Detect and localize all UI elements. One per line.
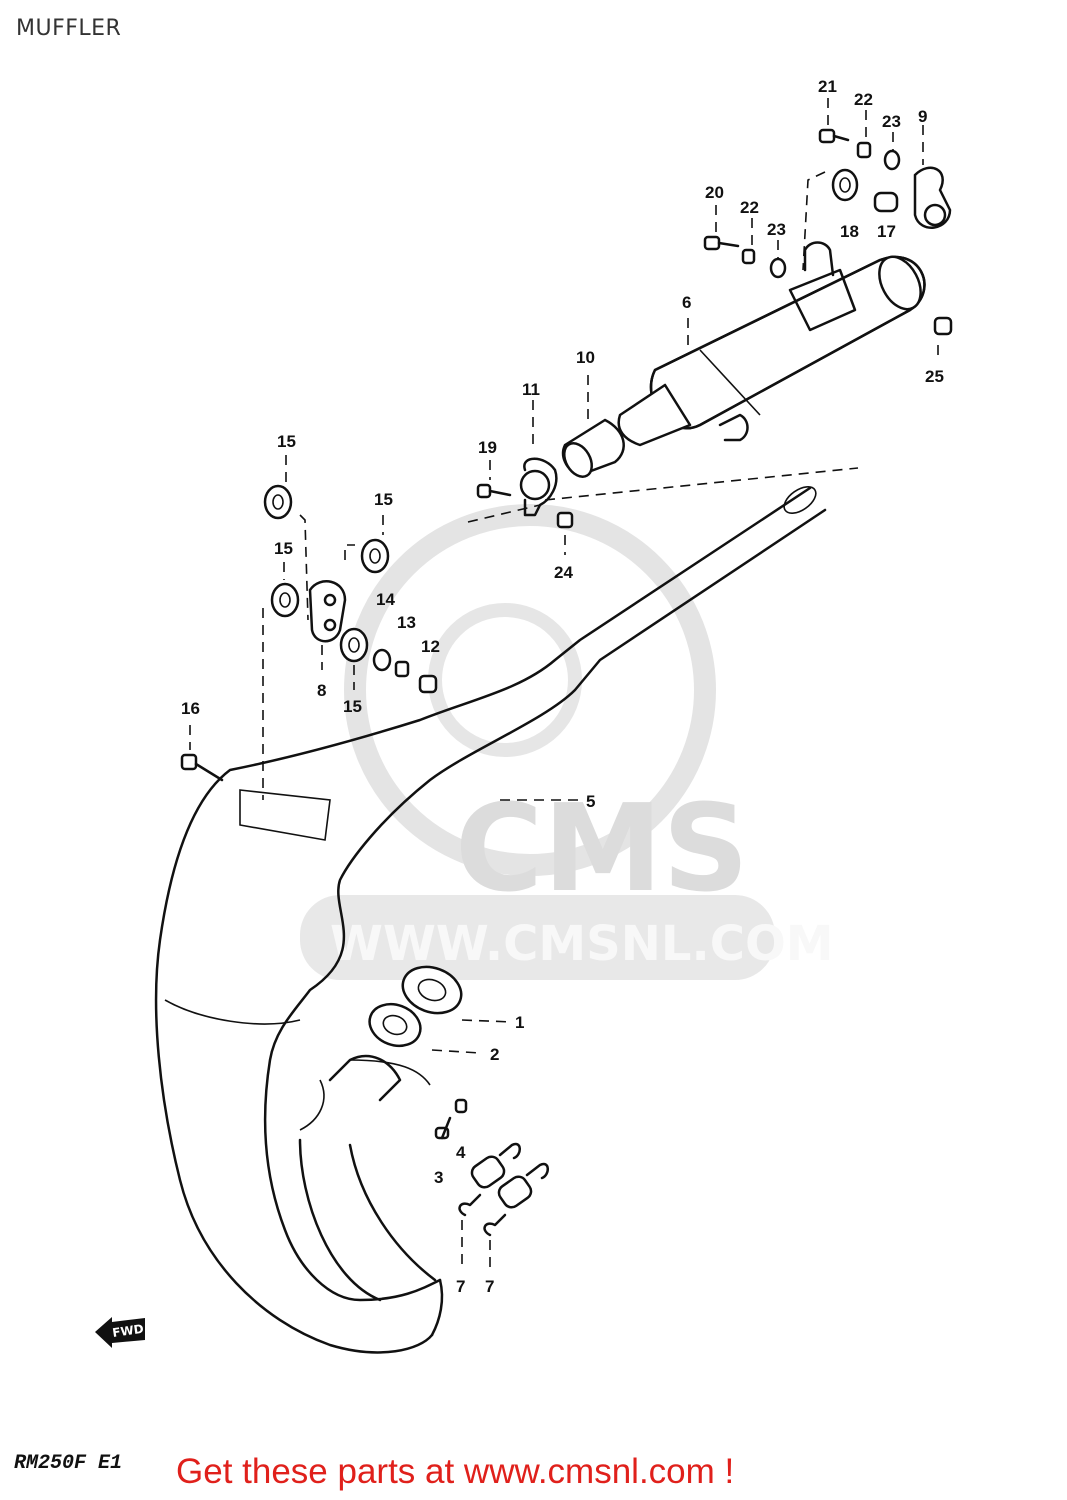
washer-part-23-upper[interactable] [883,149,901,171]
label-part-3: 3 [434,1168,443,1187]
model-code: RM250F E1 [14,1452,123,1475]
spring-part-7-right[interactable] [483,1162,549,1237]
leader-lines [189,98,939,1270]
washer-part-15-left[interactable] [270,582,300,618]
washer-part-15-top[interactable] [263,484,293,520]
promo-link[interactable]: Get these parts at www.cmsnl.com ! [176,1452,735,1491]
label-part-6: 6 [682,293,691,312]
washer-part-15-lower[interactable] [339,627,369,663]
muffler-part-6[interactable] [617,241,929,447]
label-part-19: 19 [478,438,497,457]
nut-part-24[interactable] [556,511,574,529]
washer-part-14[interactable] [372,648,392,672]
bracket-part-8[interactable] [308,580,347,643]
washer-part-15-right[interactable] [360,538,390,574]
gasket-part-2[interactable] [364,997,427,1052]
label-part-14: 14 [376,590,395,609]
nut-part-25[interactable] [933,316,953,336]
label-part-11: 11 [522,380,540,399]
band-part-10[interactable] [559,418,625,482]
grommet-part-18[interactable] [831,168,859,202]
cms-watermark: CMS WWW.CMSNL.COM [300,504,834,980]
label-part-15-lower: 15 [343,697,362,716]
collar-part-17[interactable] [873,191,899,213]
label-part-21: 21 [818,77,837,96]
label-part-2: 2 [490,1045,499,1064]
label-part-7-right: 7 [485,1277,494,1296]
page-title: MUFFLER [16,16,122,41]
collar-part-13[interactable] [394,660,410,678]
bolt-part-16[interactable] [180,753,224,782]
label-part-20: 20 [705,183,724,202]
label-part-12: 12 [421,637,440,656]
watermark-url: WWW.CMSNL.COM [330,916,834,972]
label-part-8: 8 [317,681,326,700]
nut-part-22-upper[interactable] [856,141,872,159]
bolt-part-3[interactable] [434,1116,452,1140]
label-part-22-lower: 22 [740,198,759,217]
nut-part-22-lower[interactable] [741,248,756,265]
label-part-23-upper: 23 [882,112,901,131]
label-part-24: 24 [554,563,573,582]
label-part-17: 17 [877,222,896,241]
watermark-brand: CMS [455,780,749,919]
forward-direction-arrow: FWD [95,1317,145,1348]
label-part-10: 10 [576,348,595,367]
label-part-15-left: 15 [274,539,293,558]
bolt-part-21[interactable] [818,128,850,144]
label-part-23-lower: 23 [767,220,786,239]
nut-part-12[interactable] [418,674,438,694]
label-part-7-left: 7 [456,1277,465,1296]
exhaust-pipe-part-5[interactable] [154,481,827,1354]
label-part-15-top: 15 [277,432,296,451]
washer-part-4[interactable] [454,1098,468,1114]
label-part-4: 4 [456,1143,466,1162]
washer-part-23-lower[interactable] [769,257,787,279]
bracket-part-9[interactable] [913,166,952,229]
label-part-22-upper: 22 [854,90,873,109]
label-part-13: 13 [397,613,416,632]
bolt-part-19[interactable] [476,483,512,499]
label-part-9: 9 [918,107,927,126]
label-part-1: 1 [515,1013,524,1032]
label-part-5: 5 [586,792,595,811]
spring-part-7-left[interactable] [458,1142,521,1217]
forward-arrow-label: FWD [111,1322,144,1340]
part-number-labels: 21 22 23 9 20 22 23 18 17 6 25 10 11 19 … [181,77,944,1296]
clamp-part-11[interactable] [519,457,558,517]
bolt-part-20[interactable] [703,235,740,251]
label-part-15-right: 15 [374,490,393,509]
label-part-18: 18 [840,222,859,241]
gasket-part-1[interactable] [396,959,467,1021]
label-part-16: 16 [181,699,200,718]
label-part-25: 25 [925,367,944,386]
